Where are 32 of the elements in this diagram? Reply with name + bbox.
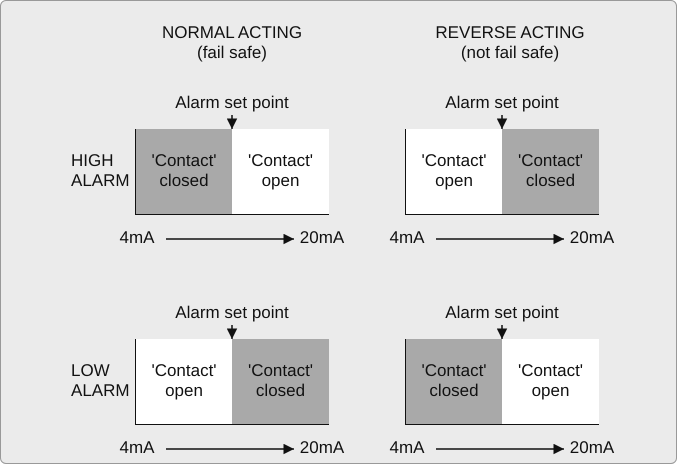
arrow (226, 115, 238, 129)
contact-region: 'Contact' closed (406, 339, 502, 424)
set-point-label: Alarm set point (432, 303, 572, 323)
contact-region: 'Contact' open (136, 339, 232, 424)
column-heading: NORMAL ACTING (fail safe) (160, 23, 304, 63)
contact-region: 'Contact' open (232, 129, 329, 214)
contact-region: 'Contact' open (406, 129, 502, 214)
arrow (226, 325, 238, 339)
contact-region: 'Contact' open (502, 339, 599, 424)
set-point-label: Alarm set point (162, 93, 302, 113)
arrow (496, 325, 508, 339)
range-start-label: 4mA (384, 438, 430, 458)
range-end-label: 20mA (296, 438, 348, 458)
arrow (496, 115, 508, 129)
row-heading: HIGH ALARM (71, 151, 131, 191)
arrow (436, 444, 564, 454)
range-end-label: 20mA (296, 228, 348, 248)
set-point-label: Alarm set point (162, 303, 302, 323)
arrow (166, 444, 294, 454)
contact-region: 'Contact' closed (232, 339, 329, 424)
arrow (436, 234, 564, 244)
range-start-label: 4mA (384, 228, 430, 248)
range-end-label: 20mA (566, 438, 618, 458)
row-heading: LOW ALARM (71, 361, 131, 401)
range-start-label: 4mA (114, 228, 160, 248)
contact-region: 'Contact' closed (502, 129, 599, 214)
range-end-label: 20mA (566, 228, 618, 248)
arrow (166, 234, 294, 244)
set-point-label: Alarm set point (432, 93, 572, 113)
range-start-label: 4mA (114, 438, 160, 458)
column-heading: REVERSE ACTING (not fail safe) (434, 23, 586, 63)
contact-region: 'Contact' closed (136, 129, 232, 214)
